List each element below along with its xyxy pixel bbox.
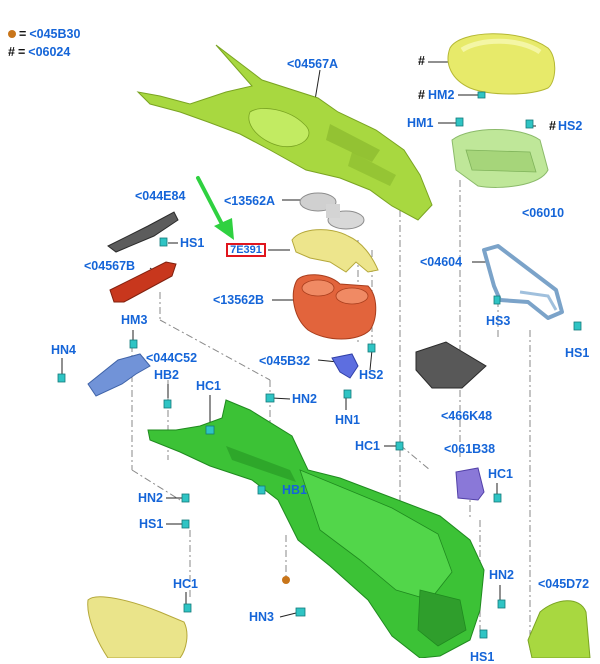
bracket-061B38[interactable] [455,467,485,501]
side-trim-045D72[interactable] [527,600,591,658]
label-hash-lid: # [418,54,425,68]
highlighted-part-7E391[interactable]: 7E391 [226,243,266,257]
label-hn3[interactable]: HN3 [249,610,275,624]
armrest-lid[interactable] [447,33,556,95]
label-04567B[interactable]: <04567B [84,259,136,273]
label-hs3[interactable]: HS3 [486,314,511,328]
rivet-045B30 [282,576,290,584]
label-hc1-c[interactable]: HC1 [488,467,514,481]
label-045B32[interactable]: <045B32 [259,354,311,368]
label-hs1-bottom[interactable]: HS1 [470,650,495,664]
bezel-7E391[interactable] [291,229,379,273]
label-hn2-b[interactable]: HN2 [138,491,164,505]
label-hb1[interactable]: HB1 [282,483,308,497]
label-hm3[interactable]: HM3 [121,313,148,327]
trim-panel-04567B[interactable] [109,261,177,303]
legend-dot-entry: =<045B30 [8,27,80,41]
label-061B38[interactable]: <061B38 [444,442,496,456]
label-hm1[interactable]: HM1 [407,116,434,130]
label-045D72[interactable]: <045D72 [538,577,590,591]
label-044E84[interactable]: <044E84 [135,189,186,203]
legend-hash-entry: #=<06024 [8,45,71,59]
bracket-04604[interactable] [482,244,564,320]
green-pointer-arrow [196,176,234,240]
label-06010[interactable]: <06010 [522,206,565,220]
label-hash-hm2: # [418,88,425,102]
label-hm2[interactable]: HM2 [428,88,455,102]
label-13562B[interactable]: <13562B [213,293,265,307]
bracket-044C52[interactable] [87,353,151,397]
rivet-dot-icon [8,30,16,38]
label-hb2[interactable]: HB2 [154,368,180,382]
label-04567A[interactable]: <04567A [287,57,339,71]
bracket-045B32[interactable] [331,353,359,379]
label-13562A[interactable]: <13562A [224,194,276,208]
label-hn2-a[interactable]: HN2 [292,392,318,406]
label-hc1-d[interactable]: HC1 [173,577,199,591]
label-hs2-top[interactable]: HS2 [558,119,583,133]
label-hn1[interactable]: HN1 [335,413,361,427]
label-hs2-mid[interactable]: HS2 [359,368,384,382]
label-hs1-right[interactable]: HS1 [565,346,590,360]
side-panel-bottom-left[interactable] [87,596,188,658]
label-hs1-low[interactable]: HS1 [139,517,164,531]
label-044C52[interactable]: <044C52 [146,351,198,365]
label-04604[interactable]: <04604 [420,255,463,269]
label-466K48[interactable]: <466K48 [441,409,493,423]
label-hc1-b[interactable]: HC1 [355,439,381,453]
label-hash-hs2: # [549,119,556,133]
label-hc1-a[interactable]: HC1 [196,379,222,393]
trim-panel-044E84[interactable] [107,211,179,253]
label-hs1-left[interactable]: HS1 [180,236,205,250]
fasteners [57,91,582,639]
label-hn4[interactable]: HN4 [51,343,77,357]
label-hn2-c[interactable]: HN2 [489,568,515,582]
floor-console-body[interactable] [147,399,485,658]
pad-466K48[interactable] [415,341,487,389]
